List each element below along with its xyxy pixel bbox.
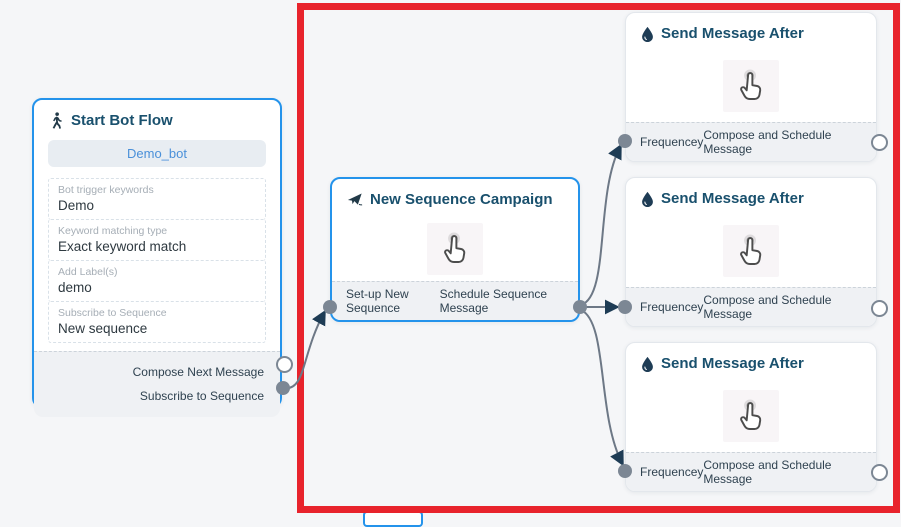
field-bot-trigger-keywords[interactable]: Bot trigger keywords Demo bbox=[48, 178, 266, 220]
sequence-node-body bbox=[332, 216, 578, 281]
port-compose-schedule-2[interactable] bbox=[871, 300, 888, 317]
port-compose-schedule-3[interactable] bbox=[871, 464, 888, 481]
field-add-labels[interactable]: Add Label(s) demo bbox=[48, 260, 266, 302]
message-node-title: Send Message After bbox=[661, 355, 804, 372]
sequence-node-header: New Sequence Campaign bbox=[332, 179, 578, 216]
message-node-header: Send Message After bbox=[626, 13, 876, 50]
edge-subscribe-to-setup bbox=[282, 309, 326, 390]
message-node-footer: Frequencey Compose and Schedule Message bbox=[626, 287, 876, 326]
field-label: Bot trigger keywords bbox=[58, 184, 154, 196]
field-label: Subscribe to Sequence bbox=[58, 307, 167, 319]
input-frequencey: Frequencey bbox=[640, 465, 704, 479]
output-compose-and-schedule-message: Compose and Schedule Message bbox=[703, 458, 832, 486]
water-drop-icon bbox=[641, 191, 654, 207]
field-value: Demo bbox=[58, 198, 95, 213]
send-message-after-node-1[interactable]: Send Message After Frequencey Compose an… bbox=[625, 12, 877, 162]
output-compose-and-schedule-message: Compose and Schedule Message bbox=[703, 293, 832, 321]
message-node-footer: Frequencey Compose and Schedule Message bbox=[626, 122, 876, 161]
output-schedule-sequence-message: Schedule Sequence Message bbox=[439, 287, 548, 315]
input-setup-new-sequence: Set-up New Sequence bbox=[346, 287, 409, 315]
field-value: New sequence bbox=[58, 321, 148, 336]
bot-name-button[interactable]: Demo_bot bbox=[48, 140, 266, 167]
walking-person-icon bbox=[49, 112, 64, 129]
edge-schedule-to-node3 bbox=[580, 309, 624, 467]
tap-hand-icon[interactable] bbox=[427, 222, 483, 275]
output-subscribe-to-sequence: Subscribe to Sequence bbox=[139, 388, 264, 403]
port-frequencey-1[interactable] bbox=[618, 134, 632, 148]
input-frequencey: Frequencey bbox=[640, 300, 704, 314]
send-message-after-node-2[interactable]: Send Message After Frequencey Compose an… bbox=[625, 177, 877, 327]
message-node-body bbox=[626, 50, 876, 122]
port-compose-schedule-1[interactable] bbox=[871, 134, 888, 151]
field-label: Add Label(s) bbox=[58, 266, 118, 278]
message-node-footer: Frequencey Compose and Schedule Message bbox=[626, 452, 876, 491]
partial-node-bottom bbox=[363, 511, 423, 527]
start-bot-flow-node[interactable]: Start Bot Flow Demo_bot Bot trigger keyw… bbox=[32, 98, 282, 417]
port-setup-new-sequence[interactable] bbox=[323, 300, 337, 314]
output-compose-and-schedule-message: Compose and Schedule Message bbox=[703, 128, 832, 156]
start-node-fields: Bot trigger keywords Demo Keyword matchi… bbox=[48, 178, 266, 343]
new-sequence-campaign-node[interactable]: New Sequence Campaign Set-up New Sequenc… bbox=[330, 177, 580, 322]
tap-hand-icon[interactable] bbox=[723, 225, 779, 277]
port-schedule-sequence-message[interactable] bbox=[573, 300, 587, 314]
port-subscribe-to-sequence[interactable] bbox=[276, 381, 290, 395]
field-value: Exact keyword match bbox=[58, 239, 187, 254]
field-keyword-matching-type[interactable]: Keyword matching type Exact keyword matc… bbox=[48, 219, 266, 261]
water-drop-icon bbox=[641, 356, 654, 372]
edge-schedule-to-node1 bbox=[580, 143, 622, 306]
water-drop-icon bbox=[641, 26, 654, 42]
field-label: Keyword matching type bbox=[58, 225, 168, 237]
message-node-header: Send Message After bbox=[626, 178, 876, 215]
port-compose-next-message[interactable] bbox=[276, 356, 293, 373]
start-node-footer: Compose Next Message Subscribe to Sequen… bbox=[34, 351, 280, 417]
sequence-node-footer: Set-up New Sequence Schedule Sequence Me… bbox=[332, 281, 578, 320]
message-node-title: Send Message After bbox=[661, 25, 804, 42]
input-frequencey: Frequencey bbox=[640, 135, 704, 149]
message-node-body bbox=[626, 215, 876, 287]
output-compose-next-message: Compose Next Message bbox=[132, 364, 264, 379]
send-paper-plane-icon bbox=[347, 192, 363, 207]
start-node-header: Start Bot Flow bbox=[34, 100, 280, 137]
tap-hand-icon[interactable] bbox=[723, 390, 779, 442]
tap-hand-icon[interactable] bbox=[723, 60, 779, 112]
field-value: demo bbox=[58, 280, 92, 295]
message-node-title: Send Message After bbox=[661, 190, 804, 207]
start-node-title: Start Bot Flow bbox=[71, 112, 173, 129]
port-frequencey-3[interactable] bbox=[618, 464, 632, 478]
message-node-header: Send Message After bbox=[626, 343, 876, 380]
sequence-node-title: New Sequence Campaign bbox=[370, 191, 553, 208]
port-frequencey-2[interactable] bbox=[618, 300, 632, 314]
send-message-after-node-3[interactable]: Send Message After Frequencey Compose an… bbox=[625, 342, 877, 492]
message-node-body bbox=[626, 380, 876, 452]
field-subscribe-to-sequence[interactable]: Subscribe to Sequence New sequence bbox=[48, 301, 266, 343]
